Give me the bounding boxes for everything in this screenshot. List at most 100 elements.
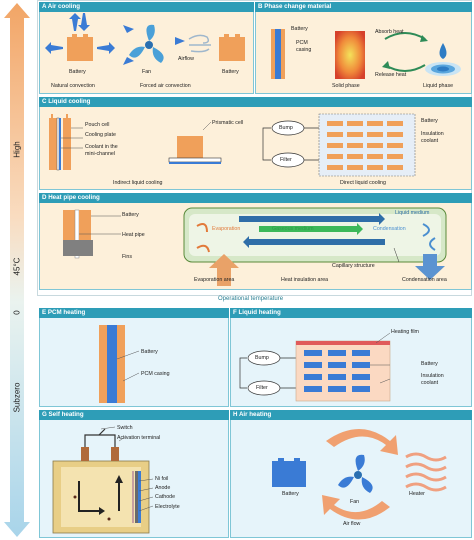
liquid-cooling-illustration: [49, 113, 416, 177]
g-cathode-label: Cathode: [155, 494, 176, 500]
a-battery-label-1: Battery: [69, 69, 86, 75]
e-battery-label: Battery: [141, 349, 158, 355]
panel-f-header: F Liquid heating: [230, 308, 472, 318]
g-switch-label: Switch: [117, 425, 133, 431]
a-airflow-label: Airflow: [178, 56, 194, 62]
scale-arrow: [4, 3, 30, 537]
d-evaporation-label: Evaporation: [212, 226, 241, 232]
h-heater-label: Heater: [409, 491, 425, 497]
b-liquid-label: Liquid phase: [423, 83, 454, 89]
c-direct-label: Direct liquid cooling: [340, 180, 386, 186]
evaporation-heat-arrow: [209, 254, 239, 286]
battery-forced: [219, 37, 245, 61]
c-pouch-label: Pouch cell: [85, 122, 110, 128]
battery-cell-d2: [79, 210, 91, 246]
terminal-right: [111, 447, 119, 461]
c-coolant-label-1: Coolant in the: [85, 144, 118, 150]
panel-b-header: B Phase change material: [255, 2, 472, 12]
f-film-label: Heating film: [391, 329, 419, 335]
fan-icon: [129, 24, 164, 63]
d-evap-area-label: Evaporation area: [194, 277, 235, 283]
c-plate-label: Cooling plate: [85, 132, 116, 138]
pcm-casing-left: [271, 29, 275, 79]
f-battery-label: Battery: [421, 361, 438, 367]
a-fan-label: Fan: [142, 69, 152, 75]
a-natural-label: Natural convection: [51, 83, 95, 89]
g-nifoil-label: Ni foil: [155, 476, 169, 482]
heat-pipe-illustration: [63, 207, 447, 286]
g-electrolyte-label: Electrolyte: [155, 504, 180, 510]
c-indirect-label: Indirect liquid cooling: [113, 180, 163, 186]
panel-h-header: H Air heating: [230, 410, 472, 420]
scale-subzero-label: Subzero: [12, 382, 22, 413]
pouch-cell-2: [63, 118, 71, 170]
evaporation-arrows: [196, 223, 210, 253]
d-liquid-medium-label: Liquid medium: [395, 210, 430, 216]
b-absorb-label: Absorb heat: [375, 29, 404, 35]
battery-strip: [275, 29, 281, 79]
terminal-left: [81, 447, 89, 461]
b-solid-label: Solid phase: [332, 83, 360, 89]
scale-high-label: High: [12, 141, 22, 158]
b-release-label: Release heat: [375, 72, 407, 78]
panel-e-header: E PCM heating: [39, 308, 229, 318]
panel-pcm-heating: [39, 308, 229, 407]
airflow-icon: [188, 34, 211, 53]
condensation-swirl: [422, 223, 436, 251]
liquid-drop-icon: [425, 43, 461, 76]
condensation-heat-arrow: [415, 254, 445, 280]
battery-cell-d1: [63, 210, 75, 246]
solid-phase-block: [335, 31, 365, 79]
b-pcm-label: PCM: [296, 40, 308, 46]
pouch-cell-1: [49, 118, 57, 170]
panel-g-header: G Self heating: [39, 410, 229, 420]
d-battery-label: Battery: [122, 212, 139, 218]
anode-layer: [135, 471, 138, 523]
d-heatpipe-label: Heat pipe: [122, 232, 145, 238]
c-filter-label: Filter: [280, 157, 292, 163]
c-bump-label: Bump: [279, 125, 293, 131]
scale-zero-label: 0: [12, 310, 22, 315]
panel-a-header: A Air cooling: [39, 2, 254, 12]
liquid-heating-illustration: [239, 332, 391, 402]
g-activation-label: Activation terminal: [117, 435, 161, 441]
air-cooling-illustration: [45, 13, 245, 65]
current-arrows: [78, 481, 120, 512]
h-fan-label: Fan: [350, 499, 360, 505]
c-coolant-label: coolant: [421, 138, 439, 144]
natural-convection-arrows: [45, 13, 115, 54]
battery-cells-grid: [327, 121, 403, 170]
heat-flow-arrows: [322, 429, 398, 520]
operational-temperature-label: Operational temperature: [218, 296, 284, 302]
d-insulation-area-label: Heat insulation area: [281, 277, 329, 283]
fan-icon-h: [338, 454, 373, 493]
c-prismatic-label: Prismatic cell: [212, 120, 244, 126]
pcm-heating-illustration: [99, 325, 140, 403]
d-capillary-label: Capillary structure: [332, 263, 375, 269]
e-pcm-label: PCM casing: [141, 371, 170, 377]
d-condensation-label: Condensation: [373, 226, 406, 232]
cathode-layer: [138, 471, 141, 523]
g-anode-label: Anode: [155, 485, 171, 491]
c-insulation-label: Insulation: [421, 131, 444, 137]
battery-e: [107, 325, 117, 403]
ni-foil-layer: [132, 471, 134, 523]
switch-wire: [84, 434, 116, 447]
battery-h: [272, 461, 306, 487]
heater-icon: [405, 452, 447, 492]
scale-45c-label: 45°C: [12, 257, 22, 276]
heating-film: [296, 341, 390, 345]
prismatic-cell: [177, 136, 203, 158]
b-battery-label: Battery: [291, 26, 308, 32]
battery-cells-grid-f: [304, 350, 370, 392]
d-gaseous-label: Gaseous medium: [272, 226, 314, 232]
phase-change-illustration: [271, 29, 461, 79]
f-bump-label: Bump: [255, 355, 269, 361]
cooling-plate: [168, 157, 222, 163]
d-fins-label: Fins: [122, 254, 133, 260]
fins: [63, 240, 93, 256]
f-filter-label: Filter: [256, 385, 268, 391]
f-insulation-label: Insulation: [421, 373, 444, 379]
d-condensation-area-label: Condensation area: [402, 277, 447, 283]
battery-natural: [67, 37, 93, 61]
